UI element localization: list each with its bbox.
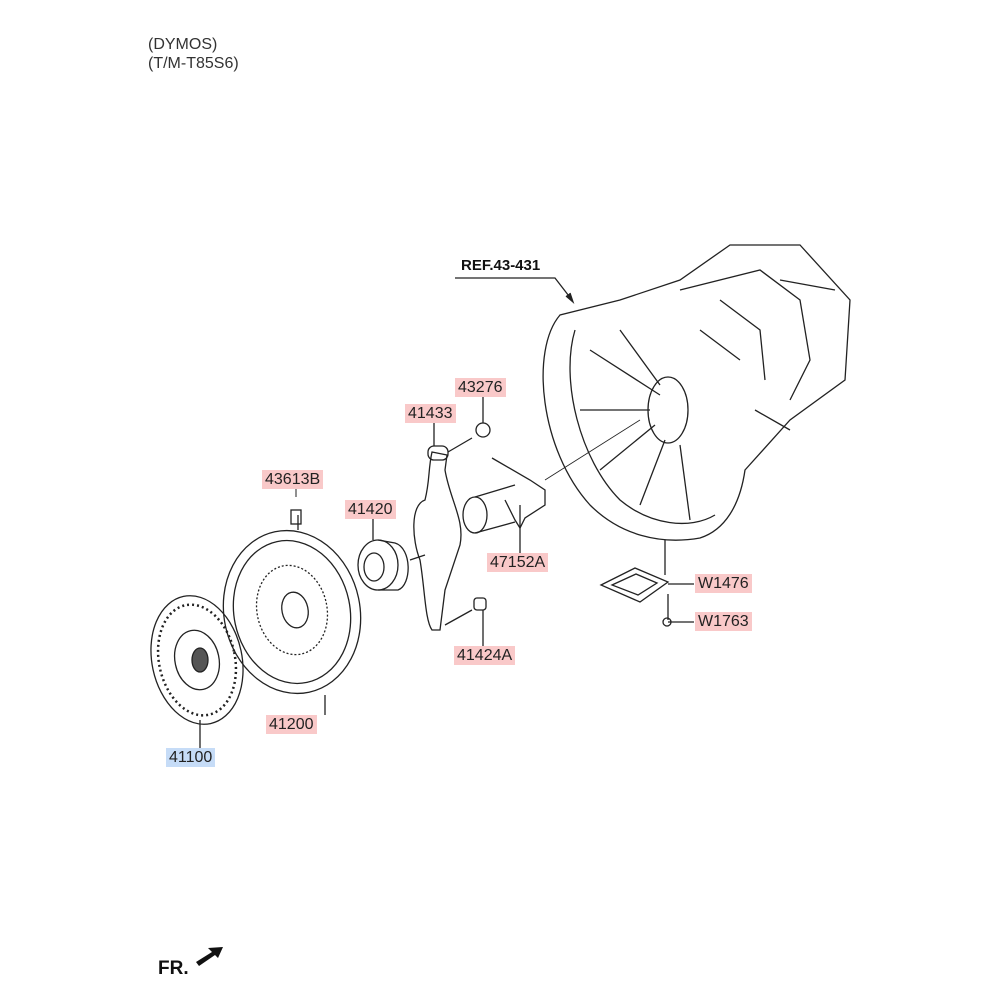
clutch-disc	[150, 595, 244, 748]
transmission-housing	[542, 244, 851, 575]
reference-leader	[455, 277, 575, 305]
part-label-43613B[interactable]: 43613B	[262, 470, 324, 489]
release-bearing	[357, 519, 426, 591]
guide-sleeve	[462, 419, 641, 553]
pressure-plate	[222, 470, 362, 715]
part-label-W1476[interactable]: W1476	[695, 574, 752, 593]
part-label-41424A[interactable]: 41424A	[454, 646, 516, 665]
part-label-41420[interactable]: 41420	[345, 500, 396, 519]
part-label-W1763[interactable]: W1763	[695, 612, 752, 631]
front-arrow-icon	[196, 947, 223, 966]
gasket-plate	[599, 567, 694, 627]
part-label-43276[interactable]: 43276	[455, 378, 506, 397]
part-label-41200[interactable]: 41200	[266, 715, 317, 734]
front-marker: FR.	[158, 958, 189, 979]
part-label-47152A[interactable]: 47152A	[487, 553, 549, 572]
release-fork	[413, 396, 491, 646]
part-label-41433[interactable]: 41433	[405, 404, 456, 423]
part-label-41100[interactable]: 41100	[166, 748, 216, 767]
diagram-header-line2: (T/M-T85S6)	[148, 55, 239, 72]
diagram-header-line1: (DYMOS)	[148, 36, 218, 53]
reference-label[interactable]: REF.43-431	[461, 257, 541, 274]
